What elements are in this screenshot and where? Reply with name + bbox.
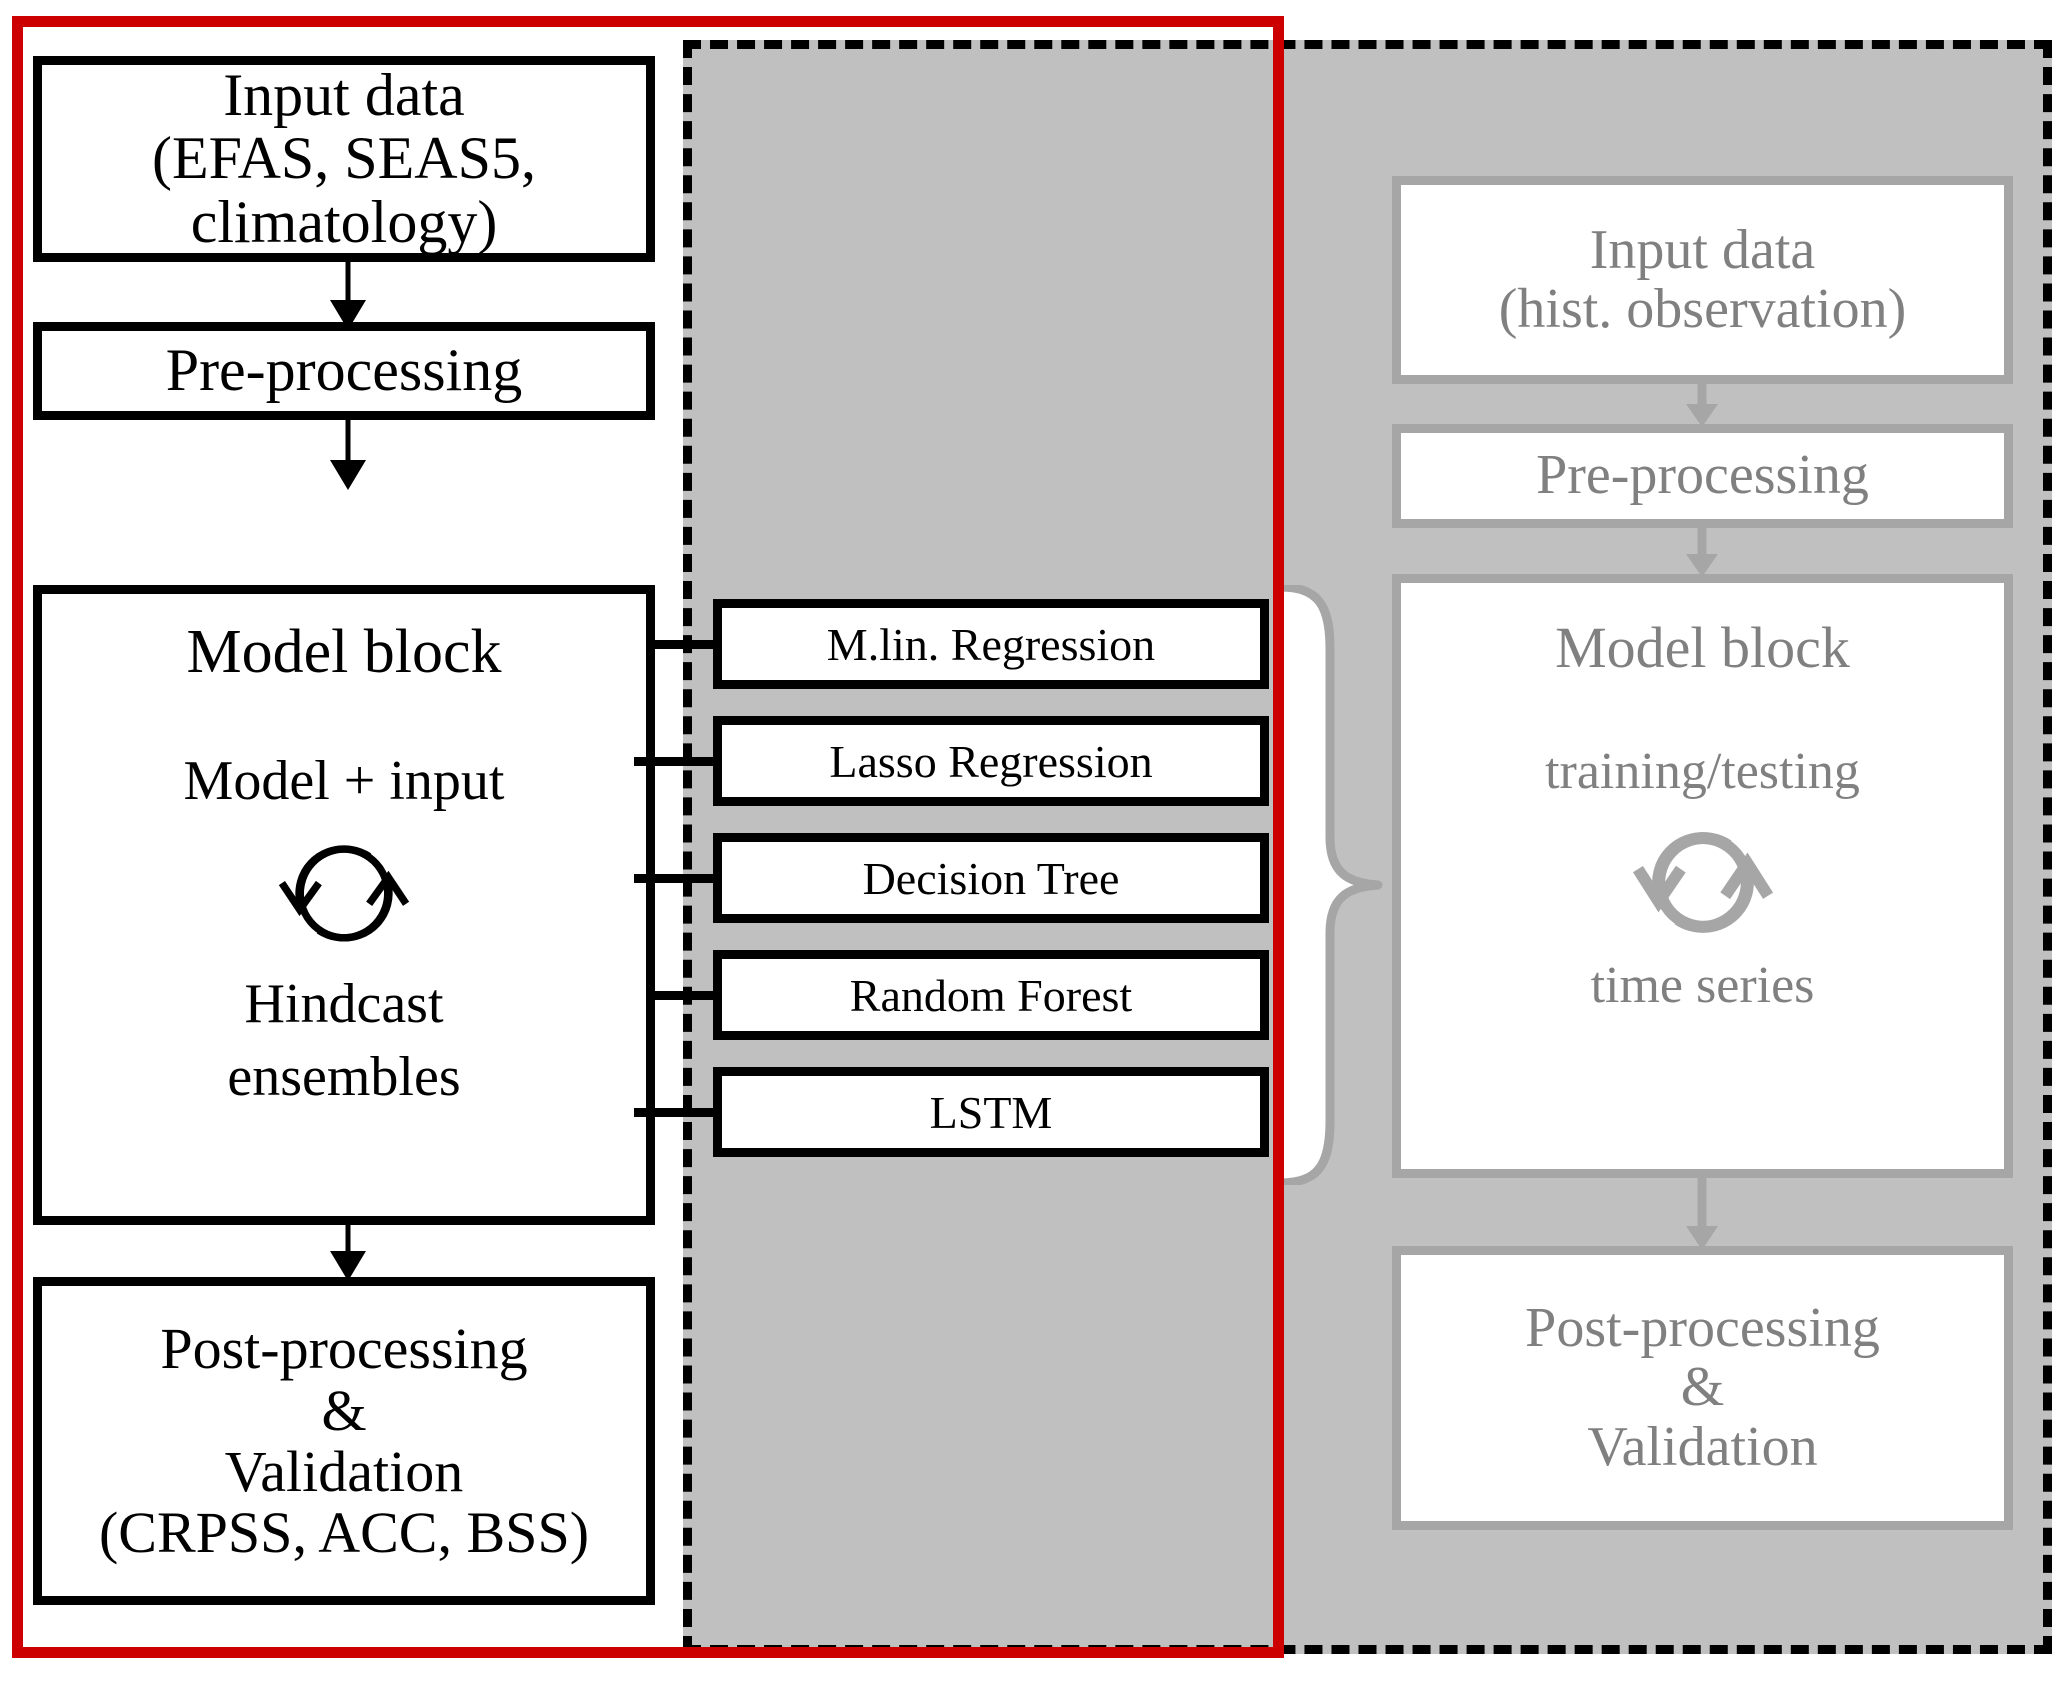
circular-arrows-icon [278,845,410,942]
left-input-data-box: Input data (EFAS, SEAS5, climatology) [33,56,655,262]
right-model-block-footer: time series [1590,956,1815,1014]
left-model-block-box: Model block Model + input Hindcast ensem… [33,585,655,1225]
arrow-right-modelblock-to-post [1686,1176,1718,1250]
model-option-label: Lasso Regression [829,735,1153,787]
arrow-left-preprocessing-to-modelblock [330,416,366,490]
model-option-2[interactable]: Decision Tree [713,833,1269,923]
model-option-1[interactable]: Lasso Regression [713,716,1269,806]
right-model-block-title: Model block [1555,615,1850,680]
model-option-4[interactable]: LSTM [713,1067,1269,1157]
left-preprocessing-label: Pre-processing [165,337,523,404]
arrow-left-modelblock-to-post [330,1221,366,1281]
right-preprocessing-box: Pre-processing [1392,424,2013,528]
left-post-line-1: Post-processing [160,1316,528,1382]
model-option-3[interactable]: Random Forest [713,950,1269,1040]
arrow-left-input-to-preprocessing [330,258,366,330]
connector-to-model-2 [634,757,713,766]
left-model-block-title: Model block [186,618,502,686]
model-option-label: Random Forest [849,969,1133,1021]
connector-to-model-5 [634,1108,713,1117]
left-input-line-1: Input data [223,61,465,128]
left-post-line-3: Validation [224,1439,464,1504]
arrow-right-input-to-preprocessing [1686,382,1718,427]
left-postprocessing-box: Post-processing & Validation (CRPSS, ACC… [33,1277,655,1605]
right-input-line-2: (hist. observation) [1498,278,1907,340]
connector-to-model-3 [634,874,713,883]
connector-to-model-1 [655,640,713,649]
model-option-label: Decision Tree [862,852,1120,904]
model-option-0[interactable]: M.lin. Regression [713,599,1269,689]
right-postprocessing-box: Post-processing & Validation [1392,1246,2013,1530]
right-post-line-1: Post-processing [1525,1296,1880,1359]
left-preprocessing-box: Pre-processing [33,322,655,420]
model-option-label: LSTM [929,1086,1053,1138]
right-model-block-middle: training/testing [1545,743,1860,801]
left-model-block-footer-2: ensembles [227,1045,461,1108]
right-preprocessing-label: Pre-processing [1536,444,1869,507]
model-option-label: M.lin. Regression [826,618,1156,670]
left-model-block-middle: Model + input [183,749,505,812]
right-post-line-3: Validation [1587,1415,1818,1478]
left-input-line-2: (EFAS, SEAS5, [152,125,536,192]
left-post-line-4: (CRPSS, ACC, BSS) [98,1500,590,1566]
right-model-block-box: Model block training/testing time series [1392,574,2013,1178]
left-model-block-footer-1: Hindcast [244,973,444,1036]
left-post-line-2: & [321,1377,367,1443]
circular-arrows-icon [1632,831,1773,933]
right-post-line-2: & [1680,1356,1725,1419]
grouping-brace-icon [1279,585,1383,1185]
left-input-line-3: climatology) [190,188,498,255]
right-input-line-1: Input data [1589,218,1816,281]
connector-to-model-4 [655,991,713,1000]
arrow-right-preprocessing-to-modelblock [1686,526,1718,577]
connector-stub-2 [634,757,643,766]
right-input-data-box: Input data (hist. observation) [1392,176,2013,384]
